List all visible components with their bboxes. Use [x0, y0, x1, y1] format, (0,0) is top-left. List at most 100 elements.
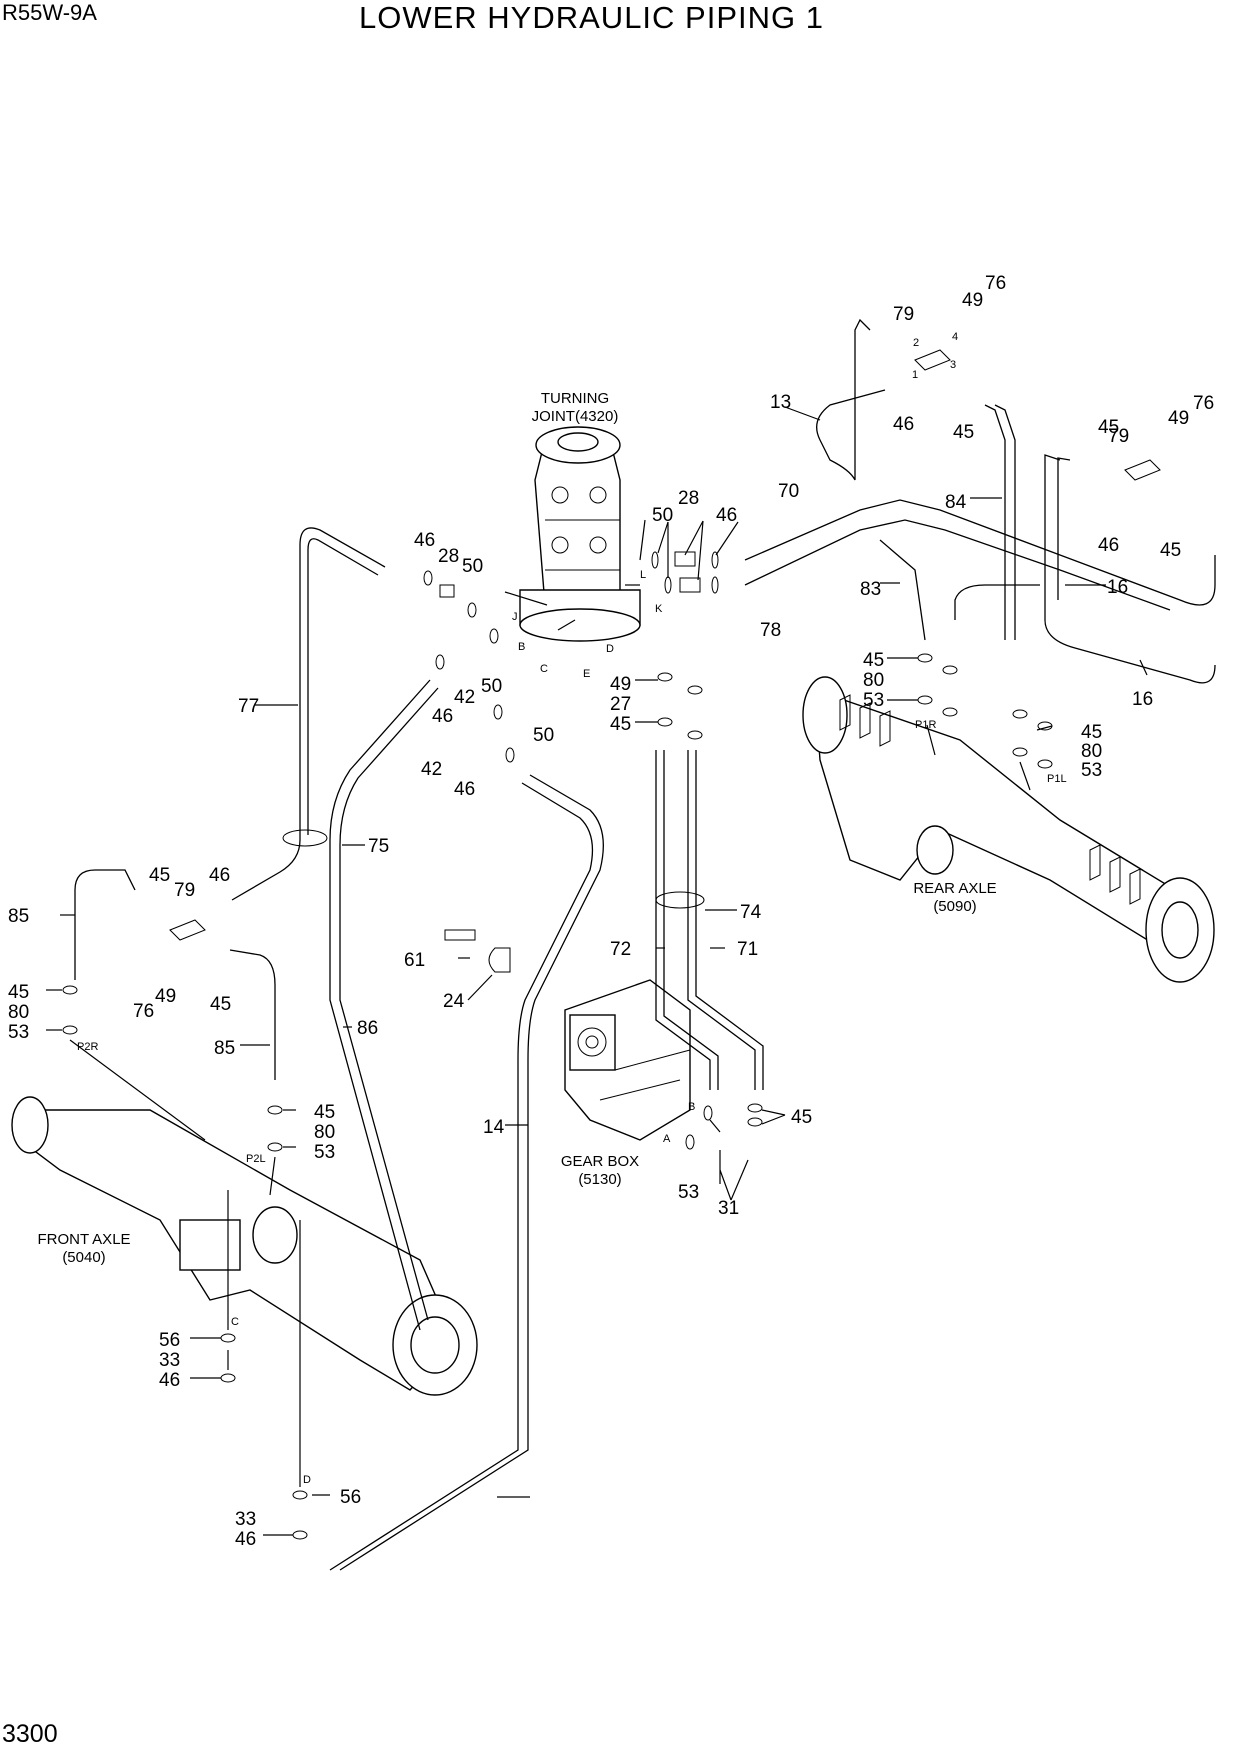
callout-number: 76	[133, 1001, 154, 1022]
callout-number: 24	[443, 991, 465, 1012]
callout-number: 46	[235, 1529, 256, 1550]
page-title: LOWER HYDRAULIC PIPING 1	[359, 0, 824, 35]
port-label: L	[640, 569, 646, 581]
callout-number: 33	[235, 1509, 256, 1530]
callout-number: 53	[1081, 760, 1102, 781]
callout-number: 53	[314, 1142, 335, 1163]
callout-number: 77	[238, 696, 259, 717]
callout-number: 49	[962, 290, 983, 311]
model-code: R55W-9A	[2, 0, 97, 25]
callout-number: 42	[421, 759, 442, 780]
callout-number: 46	[159, 1370, 180, 1391]
port-label: K	[655, 603, 663, 615]
gear-box-label-2: (5130)	[578, 1171, 621, 1188]
callout-number: 13	[770, 392, 791, 413]
front-axle-label-1: FRONT AXLE	[37, 1231, 130, 1248]
callout-number: 49	[1168, 408, 1189, 429]
callout-number: 49	[610, 674, 631, 695]
port-label: B	[688, 1101, 695, 1113]
port-label: P1R	[915, 719, 936, 731]
callout-number: 53	[863, 690, 884, 711]
port-label: P2L	[246, 1153, 266, 1165]
callout-number: 45	[1160, 540, 1181, 561]
port-label: P2R	[77, 1041, 98, 1053]
port-label: B	[518, 641, 525, 653]
callout-number: 72	[610, 939, 631, 960]
front-axle: FRONT AXLE (5040)	[11, 1096, 478, 1396]
callout-number: 79	[893, 304, 914, 325]
port-label: A	[663, 1133, 671, 1145]
callout-numbers: 76 49 79 45 45 46 13 76 49 79 45 45 46 2…	[8, 273, 1214, 1550]
callout-number: 46	[716, 505, 737, 526]
callout-number: 45	[1098, 417, 1119, 438]
callout-number: 27	[610, 694, 631, 715]
gear-box-label-1: GEAR BOX	[561, 1153, 639, 1170]
callout-number: 80	[8, 1002, 29, 1023]
callout-number: 79	[174, 880, 195, 901]
callout-number: 53	[8, 1022, 29, 1043]
leader-lines	[46, 406, 1148, 1536]
callout-number: 46	[454, 779, 475, 800]
port-label: J	[512, 611, 518, 623]
turning-joint: TURNING JOINT(4320)	[519, 390, 641, 642]
callout-number: 70	[778, 481, 799, 502]
callout-number: 45	[1081, 722, 1102, 743]
callout-number: 85	[8, 906, 29, 927]
callout-number: 56	[340, 1487, 361, 1508]
callout-number: 45	[314, 1102, 335, 1123]
port-label: 2	[913, 337, 919, 349]
callout-number: 80	[314, 1122, 335, 1143]
callout-number: 46	[209, 865, 230, 886]
port-labels: J B C D E L K P2R P2L P1R P1L C D A B 1 …	[77, 331, 1067, 1486]
gear-box: GEAR BOX (5130)	[561, 979, 691, 1188]
rear-axle-label-2: (5090)	[933, 898, 976, 915]
callout-number: 79	[1108, 426, 1129, 447]
callout-number: 76	[985, 273, 1006, 294]
callout-number: 16	[1132, 689, 1153, 710]
callout-number: 45	[863, 650, 884, 671]
port-label: P1L	[1047, 773, 1067, 785]
callout-number: 83	[860, 579, 881, 600]
callout-number: 46	[414, 530, 435, 551]
port-label: 1	[912, 369, 918, 381]
callout-number: 50	[533, 725, 554, 746]
callout-number: 14	[483, 1117, 505, 1138]
port-label: D	[303, 1474, 311, 1486]
port-label: 4	[952, 331, 958, 343]
callout-number: 71	[737, 939, 758, 960]
callout-number: 80	[863, 670, 884, 691]
rear-axle: REAR AXLE (5090)	[802, 676, 1215, 983]
callout-number: 45	[8, 982, 29, 1003]
port-label: 3	[950, 359, 956, 371]
port-label: E	[583, 668, 590, 680]
port-label: C	[231, 1316, 239, 1328]
callout-number: 74	[740, 902, 762, 923]
callout-number: 49	[155, 986, 176, 1007]
callout-number: 86	[357, 1018, 378, 1039]
rear-axle-label-1: REAR AXLE	[913, 880, 996, 897]
turning-joint-label-1: TURNING	[541, 390, 609, 407]
callout-number: 45	[610, 714, 631, 735]
callout-number: 46	[432, 706, 453, 727]
callout-number: 16	[1107, 577, 1128, 598]
callout-number: 46	[893, 414, 914, 435]
callout-number: 80	[1081, 741, 1102, 762]
callout-number: 28	[438, 546, 459, 567]
callout-number: 76	[1193, 393, 1214, 414]
callout-number: 42	[454, 687, 475, 708]
callout-number: 85	[214, 1038, 235, 1059]
callout-number: 61	[404, 950, 425, 971]
callout-number: 46	[1098, 535, 1119, 556]
front-axle-label-2: (5040)	[62, 1249, 105, 1266]
callout-number: 33	[159, 1350, 180, 1371]
callout-number: 56	[159, 1330, 180, 1351]
turning-joint-label-2: JOINT(4320)	[532, 408, 619, 425]
page-number: 3300	[2, 1720, 58, 1748]
callout-number: 45	[953, 422, 974, 443]
callout-number: 75	[368, 836, 389, 857]
callout-number: 31	[718, 1198, 739, 1219]
callout-number: 45	[210, 994, 231, 1015]
callout-number: 45	[149, 865, 170, 886]
callout-number: 78	[760, 620, 781, 641]
